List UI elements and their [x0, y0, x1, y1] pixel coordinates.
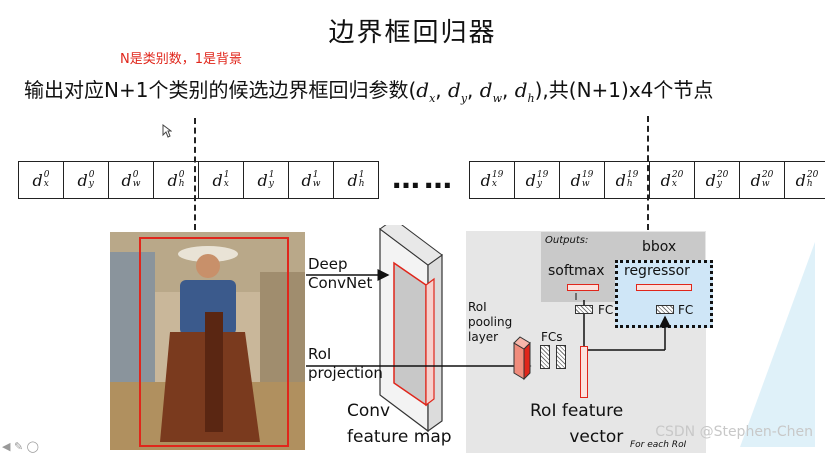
annotation-note: N是类别数，1是背景: [120, 52, 242, 67]
ellipsis: ……: [392, 162, 456, 195]
fc-block-softmax: [575, 305, 593, 314]
softmax-output-bar: [567, 284, 599, 291]
csdn-watermark: CSDN @Stephen-Chen: [655, 424, 813, 440]
description-suffix: ),共(N+1)x4个节点: [534, 78, 714, 102]
label-bbox: bbox: [642, 239, 677, 255]
description-prefix: 输出对应N+1个类别的候选边界框回归参数(: [24, 78, 417, 102]
fc-block-bbox: [656, 305, 674, 314]
connection-arrows: [306, 269, 671, 372]
cowboy-photo: [110, 232, 305, 450]
cursor-icon: [162, 124, 172, 138]
label-outputs: Outputs:: [545, 235, 589, 246]
slide-nav-icons[interactable]: ◀ ✎ ◯: [2, 440, 39, 453]
label-for-each-roi: For each RoI: [630, 440, 687, 450]
label-roi-projection: RoI projection: [308, 345, 383, 382]
label-conv-feature-map: Conv feature map: [347, 401, 452, 447]
roi-feature-vector-bar: [580, 346, 588, 398]
slide-title: 边界框回归器: [328, 18, 497, 48]
description-line: 输出对应N+1个类别的候选边界框回归参数(dx, dy, dw, dh),共(N…: [24, 78, 714, 105]
feature-map-slab: [379, 225, 443, 433]
label-fc-softmax: FC: [598, 303, 614, 317]
label-roi-feature-vector: RoI feature vector: [530, 401, 624, 447]
label-fc-bbox: FC: [678, 303, 694, 317]
dashed-separator-left: [194, 118, 196, 230]
dashed-separator-right: [647, 116, 649, 230]
fc-block-2: [556, 345, 566, 369]
label-deep-convnet: Deep ConvNet: [308, 255, 373, 292]
label-roi-pooling-layer: RoI pooling layer: [468, 300, 513, 344]
label-softmax: softmax: [548, 263, 605, 279]
label-fcs: FCs: [541, 330, 563, 344]
param-dw: dw: [479, 78, 502, 105]
decorative-triangle: [740, 242, 815, 447]
roi-pooling-cube: [513, 336, 531, 381]
param-dx: dx: [416, 78, 436, 105]
fc-block-1: [540, 345, 550, 369]
param-dh: dh: [514, 78, 535, 105]
label-regressor: regressor: [624, 263, 690, 279]
param-dy: dy: [448, 78, 468, 105]
bbox-output-bar: [636, 284, 692, 291]
